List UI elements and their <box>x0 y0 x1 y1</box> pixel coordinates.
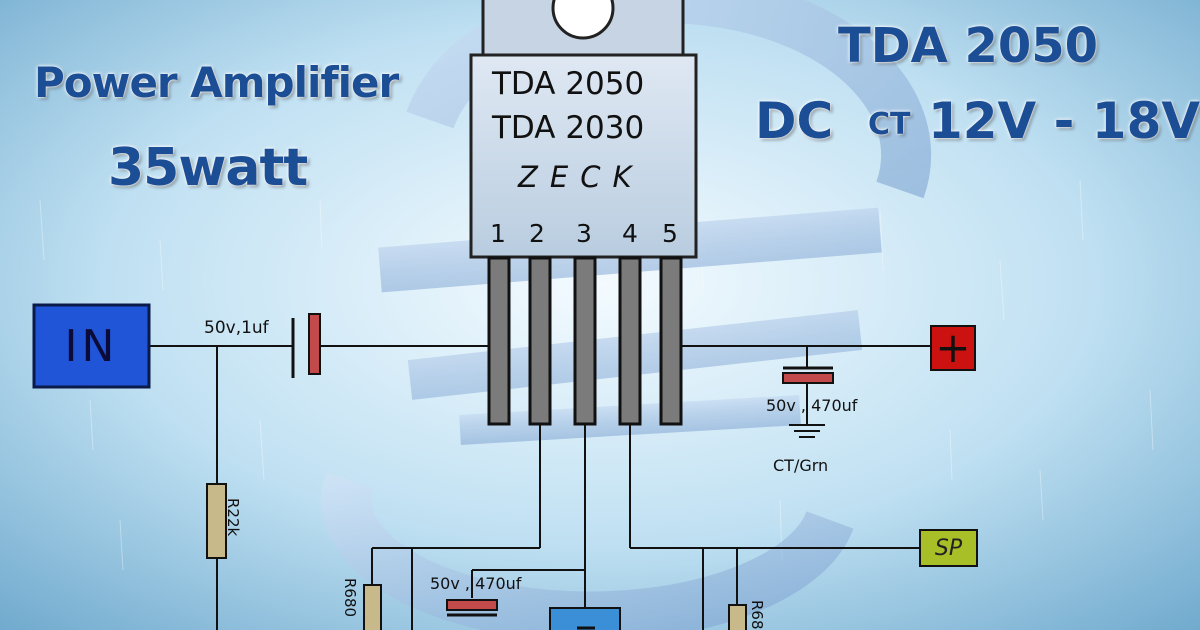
resistor-r22k <box>206 483 227 559</box>
pin-number-2: 2 <box>529 219 545 248</box>
chip-body <box>469 53 698 259</box>
ground-icon <box>789 424 825 438</box>
speaker-box <box>919 529 978 567</box>
chip-label-3: ZECK <box>518 160 644 194</box>
chip-label-2: TDA 2030 <box>492 110 645 146</box>
pin-number-5: 5 <box>662 219 678 248</box>
pin-2 <box>528 256 552 426</box>
title-supply-voltage: DC CT 12V - 18V <box>755 92 1200 150</box>
bottom-capacitor <box>446 599 498 617</box>
supply-ct: CT <box>868 107 911 142</box>
resistor-r680-left <box>363 584 382 630</box>
mount-hole-icon <box>551 0 615 40</box>
bottom-cap-label: 50v , 470uf <box>430 574 522 593</box>
pin-number-1: 1 <box>490 219 506 248</box>
chip-heatsink-tab <box>481 0 685 59</box>
title-chip-name: TDA 2050 <box>838 18 1099 74</box>
resistor-r680-right <box>728 604 747 630</box>
supply-capacitor <box>782 366 834 384</box>
supply-plus-label: + <box>935 323 971 372</box>
title-power-amplifier: Power Amplifier <box>34 58 399 107</box>
pin-number-4: 4 <box>622 219 638 248</box>
pin-4 <box>618 256 642 426</box>
ground-label: CT/Grn <box>773 456 829 475</box>
bottom-blue-component <box>549 607 621 630</box>
supply-cap-label: 50v , 470uf <box>766 396 858 415</box>
input-cap-label: 50v,1uf <box>204 318 269 338</box>
pin-number-3: 3 <box>576 219 592 248</box>
chip-label-1: TDA 2050 <box>492 66 645 102</box>
input-capacitor <box>291 313 321 378</box>
wires <box>148 345 931 630</box>
resistor-r680-right-label: R68 <box>748 600 766 630</box>
rain-texture <box>39 179 1154 571</box>
supply-prefix: DC <box>755 92 834 150</box>
speaker-label: SP <box>934 535 963 561</box>
supply-range: 12V - 18V <box>927 92 1200 150</box>
pin-5 <box>659 256 683 426</box>
resistor-r680-left-label: R680 <box>341 578 359 618</box>
pin-1 <box>487 256 511 426</box>
input-label: IN <box>64 320 119 372</box>
input-box <box>32 303 151 389</box>
supply-plus-box <box>930 325 976 371</box>
resistor-r22k-label: R22k <box>224 498 242 537</box>
title-wattage: 35watt <box>108 138 308 198</box>
pin-3 <box>573 256 597 426</box>
